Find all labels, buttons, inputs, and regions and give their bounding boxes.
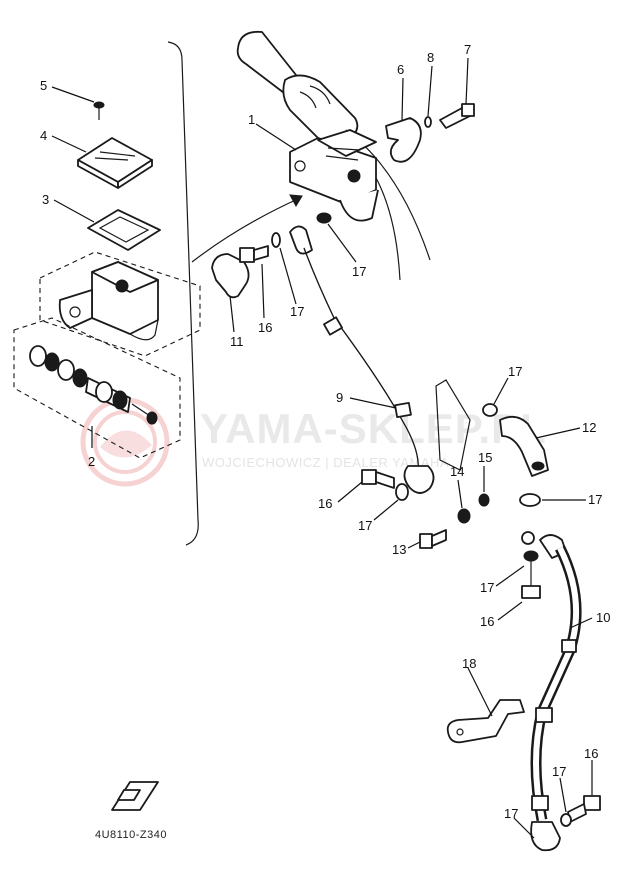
- callout-2: 2: [88, 454, 95, 469]
- washer-15-icon: [478, 493, 490, 507]
- piston-kit-frame: [13, 317, 181, 459]
- callout-17-bottom: 17: [504, 806, 518, 821]
- washer-17-joint-icon: [482, 403, 541, 507]
- callout-6: 6: [397, 62, 404, 77]
- callout-10: 10: [596, 610, 610, 625]
- master-cylinder-body-icon: [58, 261, 159, 341]
- nut-14-icon: [457, 508, 471, 524]
- callout-16-union: 16: [318, 496, 332, 511]
- bolt-7-icon: [439, 103, 475, 129]
- lever-11-icon: [211, 253, 250, 299]
- callout-17-lever: 17: [290, 304, 304, 319]
- callout-9: 9: [336, 390, 343, 405]
- callout-11: 11: [230, 334, 244, 349]
- joint-frame: [435, 379, 471, 471]
- callout-17-union: 17: [352, 264, 366, 279]
- callout-17-union-lower: 17: [358, 518, 372, 533]
- callout-12: 12: [582, 420, 596, 435]
- brake-hose-10-icon: [521, 531, 582, 852]
- bolt-13-icon: [419, 529, 447, 549]
- assembly-arrow-head-icon: [289, 194, 303, 208]
- brake-hose-9-icon: [289, 225, 435, 494]
- piston-kit-2-icon: [29, 345, 158, 425]
- callout-17-hose: 17: [480, 580, 494, 595]
- callout-5: 5: [40, 78, 47, 93]
- callout-15: 15: [478, 450, 492, 465]
- callout-4: 4: [40, 128, 47, 143]
- callout-16-hose: 16: [480, 614, 494, 629]
- callout-17-joint-right: 17: [588, 492, 602, 507]
- front-mark-icon: [111, 781, 159, 811]
- bracket-18-icon: [446, 699, 525, 744]
- diagram-code: 4U8110-Z340: [95, 829, 167, 841]
- callout-14: 14: [450, 464, 464, 479]
- callout-18: 18: [462, 656, 476, 671]
- joint-12-icon: [499, 415, 549, 477]
- callout-1: 1: [248, 112, 255, 127]
- callout-8: 8: [427, 50, 434, 65]
- callout-17-hose-end: 17: [552, 764, 566, 779]
- screw-5-icon: [93, 101, 105, 120]
- washer-17-lower-icon: [395, 483, 409, 501]
- callout-17-joint-top: 17: [508, 364, 522, 379]
- lever-bolt-16-icon: [239, 245, 269, 263]
- washer-17-icon: [271, 212, 332, 248]
- callout-16-hose-end: 16: [584, 746, 598, 761]
- callout-13: 13: [392, 542, 406, 557]
- callout-3: 3: [42, 192, 49, 207]
- washer-8-icon: [424, 116, 432, 128]
- hose-bolt-16-icon: [521, 550, 541, 599]
- reservoir-cap-4-icon: [77, 137, 153, 189]
- assembly-arrow: [191, 197, 301, 263]
- holder-6-icon: [385, 117, 422, 163]
- watermark-subtitle: WOJCIECHOWICZ | DEALER YAMAHA: [202, 455, 450, 470]
- master-cylinder-1-icon: [289, 129, 379, 222]
- cylinder-body-frame: [39, 251, 201, 357]
- callout-16-lever: 16: [258, 320, 272, 335]
- callout-7: 7: [464, 42, 471, 57]
- diaphragm-3-icon: [87, 209, 161, 251]
- hose-end-bolt-16-icon: [560, 795, 601, 827]
- union-bolt-16-icon: [361, 469, 395, 489]
- group-bracket-line: [167, 41, 199, 546]
